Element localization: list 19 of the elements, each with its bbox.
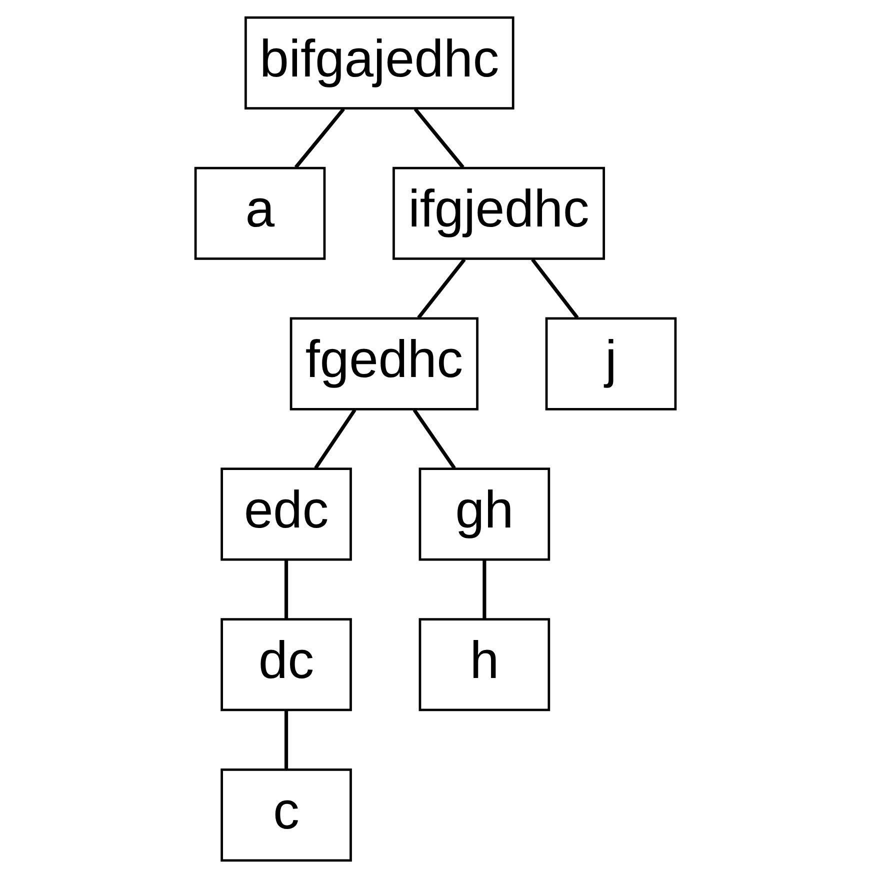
node-box: fgedhc <box>289 317 478 410</box>
connector <box>294 108 344 168</box>
connector <box>530 258 578 319</box>
node-box: gh <box>418 468 550 561</box>
node-box: dc <box>220 618 352 712</box>
connector <box>412 408 456 470</box>
node-box: edc <box>220 468 352 561</box>
connector <box>413 108 464 168</box>
node-box: h <box>418 618 550 712</box>
node-box: bifgajedhc <box>244 16 514 110</box>
connector <box>482 560 486 619</box>
node-box: j <box>544 317 676 410</box>
connector <box>314 408 356 470</box>
node-box: a <box>194 166 326 260</box>
node-box: c <box>220 768 352 862</box>
connector <box>416 258 466 319</box>
connector <box>284 560 288 619</box>
connector <box>284 710 288 769</box>
node-box: ifgjedhc <box>392 166 605 260</box>
